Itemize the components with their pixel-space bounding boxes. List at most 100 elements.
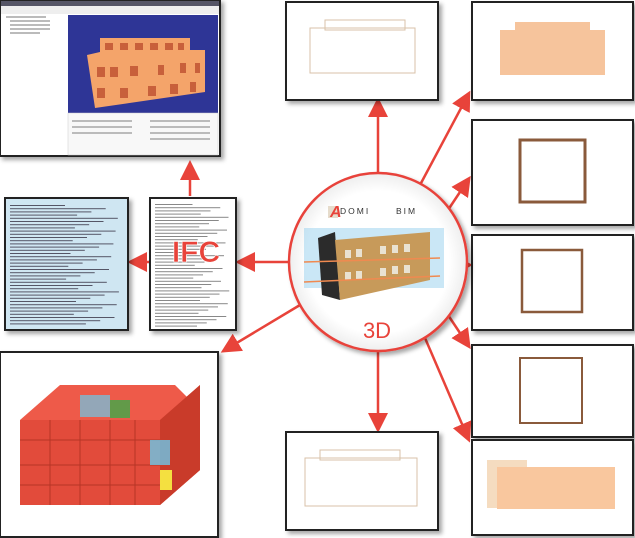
text-line: [155, 232, 218, 234]
text-line: [155, 236, 208, 237]
text-line: [155, 280, 221, 282]
text-line: [155, 268, 223, 269]
text-line: [10, 233, 102, 235]
text-line: [155, 309, 209, 311]
text-line: [10, 259, 97, 261]
ifc-file-panel: [149, 197, 237, 331]
text-line: [155, 248, 206, 250]
text-line: [10, 310, 89, 312]
adomi-logo-letter: A: [329, 204, 342, 221]
text-line: [155, 325, 197, 327]
text-line: [10, 246, 100, 248]
text-line: [10, 288, 79, 290]
text-line: [155, 290, 230, 292]
brand-name: DOMI: [340, 206, 370, 216]
text-line: [10, 256, 112, 258]
text-line: [155, 252, 197, 253]
arrows: [127, 90, 473, 443]
text-line: [10, 224, 90, 226]
text-line: [155, 258, 215, 260]
text-line: [10, 237, 87, 238]
text-line: [155, 293, 220, 295]
text-line: [155, 287, 202, 289]
text-line: [10, 291, 119, 293]
arrow-to-elevation-right: [423, 337, 472, 443]
text-line: [10, 278, 67, 280]
text-line: [155, 271, 213, 273]
text-line: [155, 220, 219, 221]
text-line: [10, 304, 117, 306]
text-line: [155, 229, 227, 231]
drawing-floor-plan-3: [471, 344, 634, 438]
text-line: [10, 217, 118, 219]
text-line: [10, 253, 71, 254]
text-line: [10, 281, 107, 283]
text-line: [10, 221, 104, 222]
text-line: [10, 275, 81, 277]
text-line: [155, 300, 200, 301]
text-line: [155, 277, 194, 279]
text-line: [10, 240, 73, 242]
text-line: [155, 204, 193, 205]
text-line: [155, 226, 200, 228]
text-line: [10, 272, 95, 274]
text-line: [155, 322, 207, 324]
text-line: [10, 249, 85, 251]
text-line: [155, 312, 199, 314]
text-line: [155, 213, 201, 215]
text-line: [155, 264, 195, 266]
bim-3d-model-hub: A DOMI BIM 3D: [287, 171, 469, 353]
text-line: [10, 230, 116, 232]
text-line: [155, 261, 205, 263]
text-line: [10, 227, 75, 229]
text-line: [10, 294, 105, 296]
text-line: [10, 301, 76, 302]
bim-label: BIM: [396, 206, 417, 216]
text-line: [10, 205, 65, 206]
text-line: [10, 262, 83, 264]
text-line: [155, 306, 218, 308]
ifc-viewer-window: [0, 0, 221, 157]
text-line: [10, 269, 109, 270]
text-line: [155, 284, 212, 285]
drawing-elevation-bottom: [285, 431, 439, 531]
text-line: [155, 207, 221, 209]
text-line: [10, 208, 106, 210]
drawing-floor-plan-1: [471, 119, 634, 226]
arrow-to-top-right: [418, 90, 471, 186]
text-line: [155, 242, 226, 244]
text-line: [10, 265, 69, 267]
space-blocks-view: [0, 351, 219, 538]
text-line: [155, 223, 209, 225]
drawing-floor-plan-2: [471, 234, 634, 331]
text-line: [10, 313, 74, 315]
drawing-elevation-rendered: [471, 1, 634, 101]
text-line: [155, 316, 227, 317]
text-line: [10, 243, 114, 245]
drawing-elevation-top: [285, 1, 439, 101]
text-line: [155, 245, 216, 247]
text-line: [155, 303, 228, 305]
arrow-to-blocks: [220, 303, 301, 353]
text-line: [10, 320, 101, 322]
text-line: [10, 285, 93, 286]
text-line: [155, 319, 217, 321]
text-line: [10, 323, 86, 325]
text-line: [10, 317, 115, 318]
arrow-to-plan-3: [446, 314, 471, 350]
text-line: [10, 297, 91, 299]
text-line: [10, 211, 92, 213]
ifc-label: IFC: [172, 236, 220, 269]
text-line: [155, 274, 203, 276]
text-line: [155, 216, 229, 218]
text-line: [155, 210, 211, 212]
data-listing-panel: [4, 197, 129, 331]
drawing-elevation-right: [471, 439, 634, 536]
text-line: [10, 214, 78, 216]
text-line: [10, 307, 103, 309]
text-line: [155, 255, 224, 257]
text-line: [155, 239, 198, 241]
arrow-to-plan-1: [446, 175, 471, 211]
